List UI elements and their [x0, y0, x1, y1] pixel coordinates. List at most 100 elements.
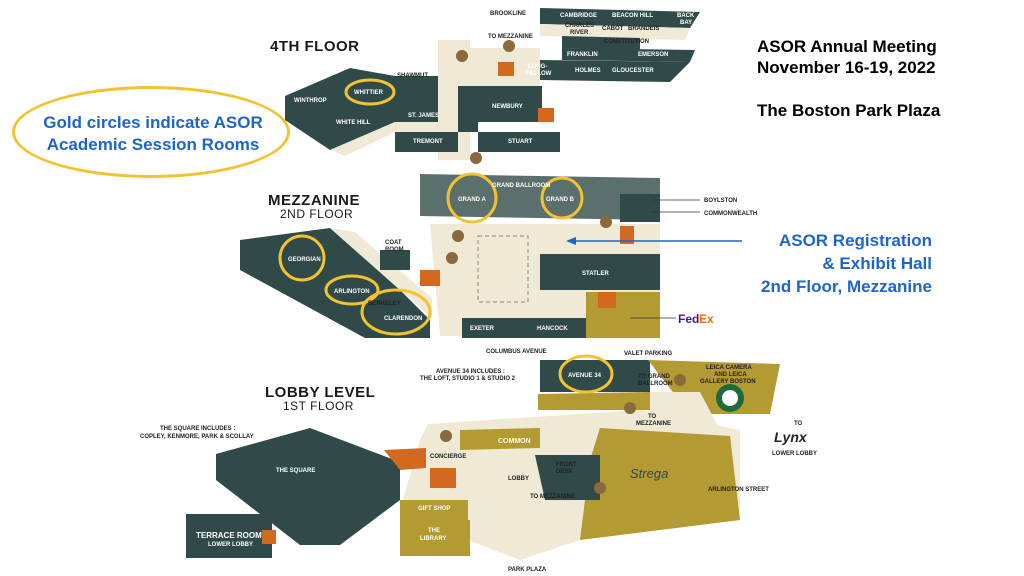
room-grand-ballroom[interactable]	[420, 174, 660, 220]
registration-line-3: 2nd Floor, Mezzanine	[761, 277, 932, 296]
escalator-icon	[446, 252, 458, 264]
room-statler[interactable]	[540, 254, 660, 290]
label-winthrop: WINTHROP	[294, 98, 327, 104]
label-grand-ballroom: GRAND BALLROOM	[492, 183, 550, 189]
strega-restaurant[interactable]	[580, 428, 740, 540]
room-coat-room[interactable]	[380, 250, 410, 270]
meeting-title: ASOR Annual Meeting	[757, 37, 937, 56]
mezzanine-title: MEZZANINE	[268, 192, 360, 209]
label-to-mezzanine: TO MEZZANINE	[488, 34, 533, 40]
label-leica3: GALLERY BOSTON	[700, 379, 756, 385]
label-to-lynx: TO	[794, 421, 803, 427]
label-statler: STATLER	[582, 271, 609, 277]
restroom-icon	[538, 108, 554, 122]
label-room: ROOM	[385, 247, 404, 253]
label-st-james: ST. JAMES	[408, 113, 439, 119]
room-franklin-emerson[interactable]	[562, 48, 695, 62]
label-grand-a: GRAND A	[458, 197, 486, 203]
label-avenue34-note1: AVENUE 34 INCLUDES :	[436, 369, 505, 375]
the-library[interactable]	[400, 520, 470, 556]
room-exeter[interactable]	[462, 318, 530, 338]
label-boylston: BOYLSTON	[704, 198, 737, 204]
label-coat: COAT	[385, 240, 402, 246]
elevator-icon	[440, 430, 452, 442]
escalator-icon	[503, 40, 515, 52]
strega-logo: Strega	[630, 466, 668, 481]
room-terrace[interactable]	[186, 514, 272, 558]
fedex-logo-fed: Fed	[678, 312, 699, 326]
registration-line-1: ASOR Registration	[778, 231, 932, 250]
label-avenue34: AVENUE 34	[568, 373, 602, 379]
room-newbury[interactable]	[478, 86, 542, 122]
mezzanine-plan	[240, 172, 742, 338]
label-avenue34-note2: THE LOFT, STUDIO 1 & STUDIO 2	[420, 376, 516, 382]
escalator-icon	[456, 50, 468, 62]
session-room-circle	[344, 78, 396, 106]
label-commonwealth: COMMONWEALTH	[704, 211, 757, 217]
common-restaurant[interactable]	[460, 428, 540, 450]
restroom-icon	[620, 226, 634, 244]
label-franklin: FRANKLIN	[567, 52, 598, 58]
label-to-mezz2: MEZZANINE	[636, 421, 671, 427]
label-grand-b: GRAND B	[546, 197, 575, 203]
room-hancock[interactable]	[530, 318, 586, 338]
label-hancock: HANCOCK	[537, 326, 568, 332]
label-constitution: CONSTITUTION	[604, 39, 649, 45]
label-library: LIBRARY	[420, 536, 446, 542]
restroom-icon	[262, 530, 276, 544]
label-brookline: BROOKLINE	[490, 11, 526, 17]
escalator-icon	[594, 482, 606, 494]
room-cambridge-block[interactable]	[540, 8, 700, 28]
label-leica2: AND LEICA	[714, 372, 747, 378]
label-clarendon: CLARENDON	[384, 316, 422, 322]
lynx-logo: Lynx	[774, 429, 808, 445]
label-cabot: CABOT	[602, 26, 624, 32]
venue-name: The Boston Park Plaza	[757, 101, 941, 120]
label-to-grand: TO GRAND	[638, 374, 671, 380]
label-common: COMMON	[498, 438, 531, 445]
session-room-circle	[558, 354, 614, 394]
room-tremont[interactable]	[395, 132, 458, 152]
session-room-circle	[446, 172, 498, 224]
label-valet: VALET PARKING	[624, 351, 672, 357]
session-room-circle	[540, 176, 584, 220]
meeting-dates: November 16-19, 2022	[757, 58, 936, 77]
fourth-floor-title: 4TH FLOOR	[270, 38, 360, 55]
room-winthrop-whitehill[interactable]	[285, 68, 395, 150]
room-st-james[interactable]	[395, 76, 438, 132]
session-room-circle	[278, 234, 326, 282]
label-exeter: EXETER	[470, 326, 495, 332]
escalator-icon	[674, 374, 686, 386]
label-holmes: HOLMES	[575, 68, 601, 74]
room-holmes-gloucester[interactable]	[540, 60, 690, 82]
legend-oval	[12, 86, 290, 178]
label-beacon-hill: BEACON HILL	[612, 13, 653, 19]
lobby-title: LOBBY LEVEL	[265, 384, 376, 401]
label-lobby: LOBBY	[508, 476, 529, 482]
room-avenue-34[interactable]	[540, 360, 650, 392]
gift-shop[interactable]	[400, 500, 468, 520]
restroom-icon	[498, 62, 514, 76]
label-to-mezzanine: TO MEZZANINE	[530, 494, 575, 500]
label-arlington: ARLINGTON	[334, 289, 370, 295]
lobby-plan	[186, 354, 780, 560]
label-terrace-sub: LOWER LOBBY	[208, 542, 253, 548]
room-georgian-west[interactable]	[240, 228, 430, 338]
label-desk: DESK	[556, 469, 573, 475]
room-the-square[interactable]	[216, 428, 400, 545]
label-stuart: STUART	[508, 139, 533, 145]
restroom-icon	[420, 270, 440, 286]
mezzanine-subtitle: 2ND FLOOR	[280, 207, 354, 221]
escalator-icon	[470, 152, 482, 164]
label-georgian: GEORGIAN	[288, 257, 321, 263]
label-the-square: THE SQUARE	[276, 468, 315, 474]
label-white-hill: WHITE HILL	[336, 120, 371, 126]
label-lower-lobby: LOWER LOBBY	[772, 451, 817, 457]
label-leica1: LEICA CAMERA	[706, 365, 752, 371]
label-the: THE	[428, 528, 440, 534]
label-ballroom: BALLROOM	[638, 381, 673, 387]
label-long: LONG-	[528, 64, 547, 70]
room-stuart[interactable]	[478, 132, 560, 152]
label-gift-shop: GIFT SHOP	[418, 506, 450, 512]
label-square-note2: COPLEY, KENMORE, PARK & SCOLLAY	[140, 434, 254, 440]
